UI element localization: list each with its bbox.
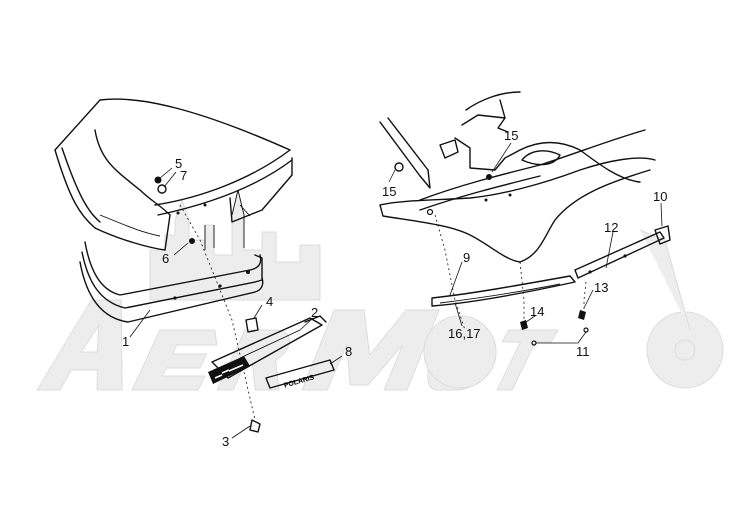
bumper-part-1	[79, 241, 264, 323]
assembly-axis-right-2	[519, 261, 525, 320]
callout-16-17: 16,17	[448, 326, 481, 341]
assembly-axis-right	[434, 214, 466, 331]
fasteners-13-14	[520, 310, 589, 346]
callout-10: 10	[653, 189, 667, 204]
callout-15a: 15	[382, 184, 396, 199]
callout-3: 3	[222, 434, 229, 449]
callout-8: 8	[345, 344, 352, 359]
hood-body	[54, 98, 293, 251]
callout-labels: 1 2 3 4 5 6 7 8 9 10 11 12 13 14 15 15 1…	[122, 128, 667, 449]
callout-4: 4	[266, 294, 273, 309]
assembly-axis-left	[179, 204, 256, 421]
callout-15b: 15	[504, 128, 518, 143]
leader-lines-left	[129, 167, 343, 439]
leader-lines-right	[388, 142, 663, 344]
screw-3	[249, 419, 261, 433]
callout-13: 13	[594, 280, 608, 295]
callout-7: 7	[180, 168, 187, 183]
tower-decoration	[204, 189, 245, 250]
fastener-15a	[394, 162, 404, 172]
callout-1: 1	[122, 334, 129, 349]
callout-12: 12	[604, 220, 618, 235]
screw-6	[189, 238, 195, 244]
callout-2: 2	[311, 305, 318, 320]
rail-12	[574, 225, 671, 279]
bolt-4	[245, 317, 259, 333]
callout-6: 6	[162, 251, 169, 266]
fastener-nut-5	[154, 176, 167, 194]
callout-11: 11	[576, 344, 590, 359]
callout-14: 14	[530, 304, 544, 319]
watermark-logo	[36, 189, 724, 391]
callout-9: 9	[463, 250, 470, 265]
frame-tunnel	[379, 91, 656, 263]
rail-9	[431, 275, 576, 307]
step-plate-2	[208, 315, 327, 384]
fastener-15b	[486, 174, 492, 180]
callout-5: 5	[175, 156, 182, 171]
